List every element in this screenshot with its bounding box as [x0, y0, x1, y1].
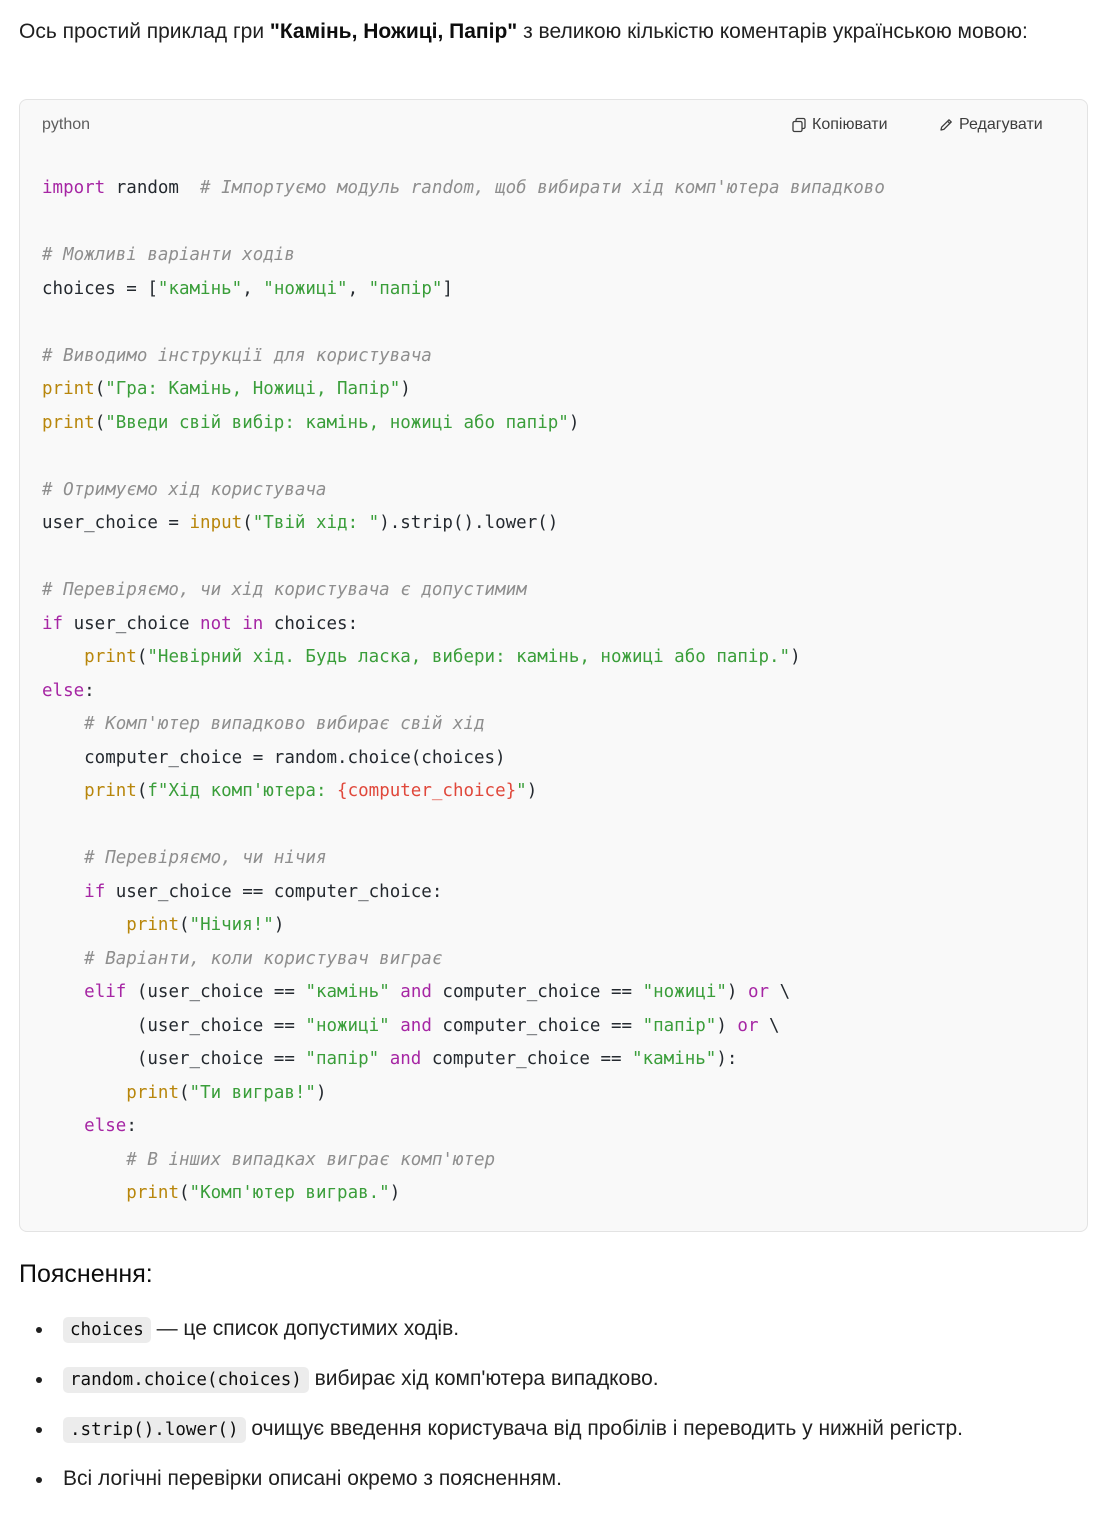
pencil-icon	[938, 117, 954, 133]
intro-game-name: "Камінь, Ножиці, Папір"	[269, 20, 518, 43]
intro-paragraph: Ось простий приклад гри "Камінь, Ножиці,…	[19, 12, 1089, 52]
inline-code: random.choice(choices)	[63, 1367, 309, 1393]
list-item: .strip().lower() очищує введення користу…	[19, 1412, 1089, 1462]
list-item: Всі логічні перевірки описані окремо з п…	[19, 1462, 1089, 1512]
list-item: choices — це список допустимих ходів.	[19, 1312, 1089, 1362]
copy-icon	[791, 117, 807, 133]
intro-text-start: Ось простий приклад гри	[19, 20, 270, 43]
code-content: import random # Імпортуємо модуль random…	[42, 178, 885, 1203]
list-item: random.choice(choices) вибирає хід комп'…	[19, 1362, 1089, 1412]
list-item-text: вибирає хід комп'ютера випадково.	[308, 1367, 659, 1390]
code-block: python Копіювати Редагувати import rando…	[19, 99, 1088, 1232]
edit-button-label: Редагувати	[959, 116, 1043, 133]
explanation-heading: Пояснення:	[19, 1260, 153, 1288]
inline-code: .strip().lower()	[63, 1417, 246, 1443]
copy-button[interactable]: Копіювати	[791, 116, 888, 134]
list-item-text: очищує введення користувача від пробілів…	[245, 1417, 963, 1440]
edit-button[interactable]: Редагувати	[938, 116, 1043, 134]
inline-code: choices	[63, 1317, 151, 1343]
explanation-list: choices — це список допустимих ходів. ra…	[19, 1312, 1089, 1512]
code-language-label: python	[42, 116, 91, 133]
list-item-text: Всі логічні перевірки описані окремо з п…	[63, 1467, 562, 1490]
list-item-text: — це список допустимих ходів.	[150, 1317, 460, 1340]
intro-text-end: з великою кількістю коментарів українськ…	[517, 20, 1028, 43]
copy-button-label: Копіювати	[812, 116, 888, 133]
